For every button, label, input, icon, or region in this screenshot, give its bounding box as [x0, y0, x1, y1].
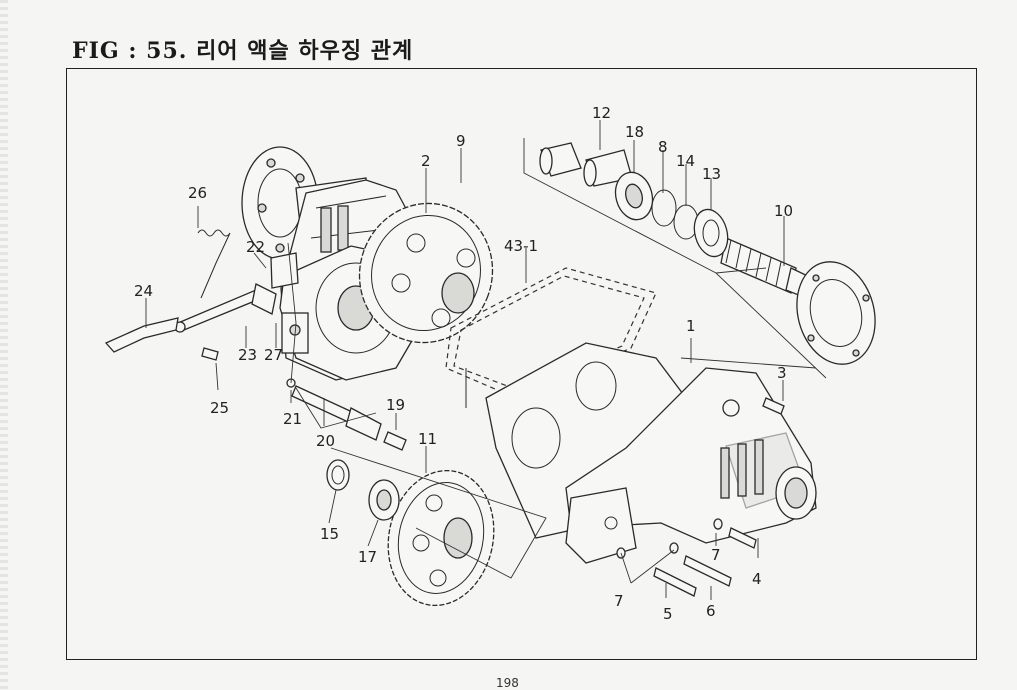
- figure-title: FIG : 55. 리어 액슬 하우징 관계: [72, 38, 414, 64]
- bearing-part-18: [614, 171, 654, 221]
- callout-43-1: 43-1: [504, 237, 538, 255]
- diagram-frame: [66, 68, 977, 660]
- snap-ring-part-8: [651, 189, 677, 227]
- callout-13: 13: [702, 165, 721, 183]
- callout-7-lower: 7: [614, 592, 624, 610]
- drive-gear-top: [358, 202, 494, 344]
- page-number: 198: [496, 676, 519, 690]
- callout-11: 11: [418, 430, 437, 448]
- seal-part-15: [326, 459, 350, 491]
- pin-part-19: [383, 431, 407, 451]
- callout-6: 6: [706, 602, 716, 620]
- callout-19: 19: [386, 396, 405, 414]
- callout-2: 2: [421, 152, 431, 170]
- callout-22: 22: [246, 238, 265, 256]
- bolt-part-25: [201, 347, 219, 361]
- callout-20: 20: [316, 432, 335, 450]
- callout-26: 26: [188, 184, 207, 202]
- callout-21: 21: [283, 410, 302, 428]
- binding-edge: [0, 0, 8, 690]
- callout-23: 23: [238, 346, 257, 364]
- callout-labels: 12 18 8 14 13 10 9 2 43-1 1 3 4 7 7 5 6 …: [134, 104, 793, 623]
- callout-14: 14: [676, 152, 695, 170]
- bolt-part-3: [762, 397, 785, 415]
- shift-shaft-part-20: [286, 378, 382, 441]
- callout-1: 1: [686, 317, 696, 335]
- assembly-outline: [287, 138, 827, 579]
- oil-seal-part-13: [693, 208, 729, 258]
- callout-27: 27: [264, 346, 283, 364]
- callout-17: 17: [358, 548, 377, 566]
- lever-part-23: [174, 283, 277, 333]
- bolt-part-6: [683, 555, 732, 587]
- right-housing-part-1: [485, 342, 817, 564]
- lower-gear-part-11: [387, 469, 495, 607]
- callout-4: 4: [752, 570, 762, 588]
- callout-18: 18: [625, 123, 644, 141]
- spring-part-26: [197, 229, 231, 299]
- bolt-part-4: [728, 527, 757, 549]
- callout-9: 9: [456, 132, 466, 150]
- callout-24: 24: [134, 282, 153, 300]
- exploded-parts-diagram: 12 18 8 14 13 10 9 2 43-1 1 3 4 7 7 5 6 …: [104, 104, 876, 623]
- callout-3: 3: [777, 364, 787, 382]
- bracket-part-22: [270, 252, 299, 289]
- callout-15: 15: [320, 525, 339, 543]
- callout-5: 5: [663, 605, 673, 623]
- axle-shaft-part-10: [720, 237, 876, 365]
- callout-7-upper: 7: [711, 546, 721, 564]
- callout-12: 12: [592, 104, 611, 122]
- bolt-part-5: [653, 567, 697, 597]
- sleeve-part-12: [539, 142, 633, 187]
- callout-25: 25: [210, 399, 229, 417]
- callout-leaders: [145, 120, 785, 600]
- callout-10: 10: [774, 202, 793, 220]
- arm-part-24: [104, 317, 179, 353]
- bearing-part-17: [368, 479, 400, 521]
- callout-8: 8: [658, 138, 668, 156]
